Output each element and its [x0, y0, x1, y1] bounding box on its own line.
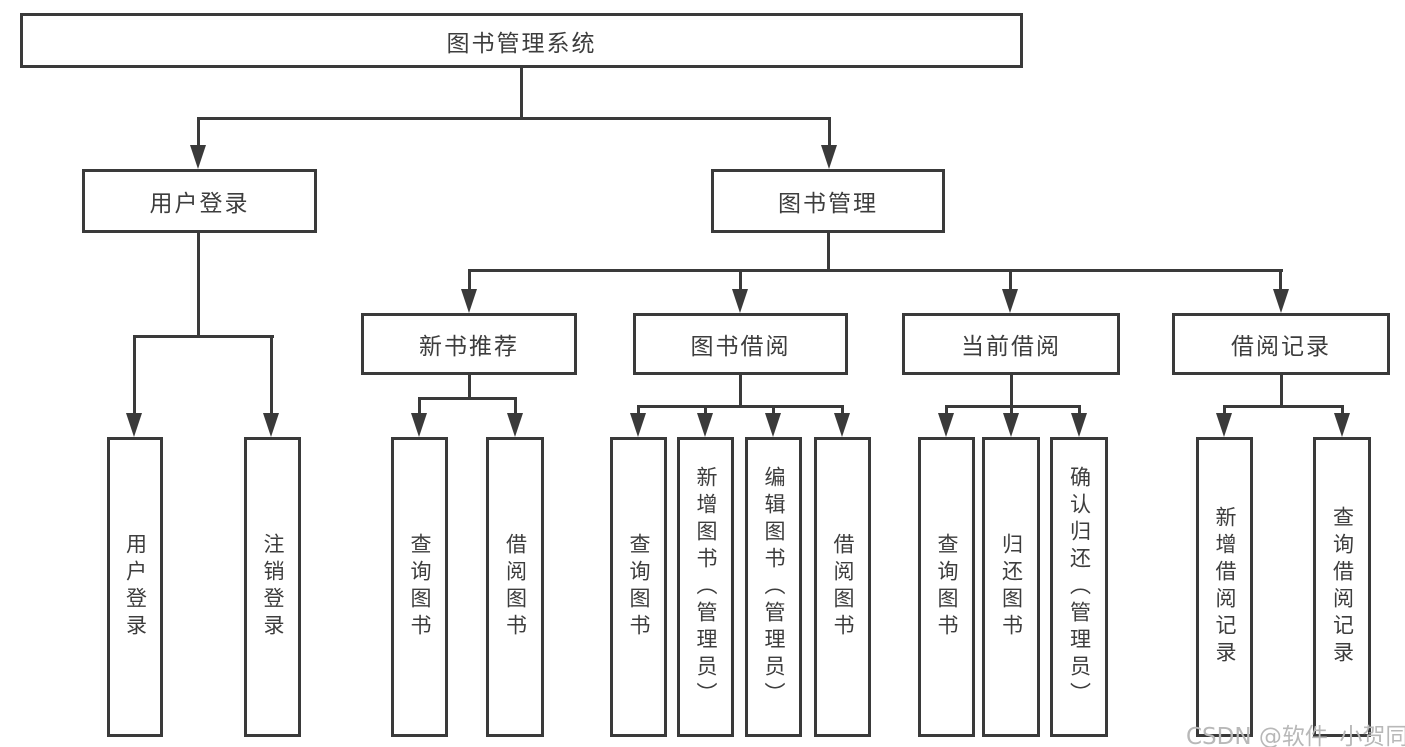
node-new-book-recommend: 新书推荐 [361, 313, 577, 375]
node-label: 图书借阅 [690, 334, 791, 360]
arrow-to-current-borrow [1002, 289, 1018, 313]
connector-stem-leaf [1341, 405, 1344, 419]
arrow-to-book-borrow [732, 289, 748, 313]
leaf-label: 借阅图书 [831, 533, 856, 641]
connector-stem-leaf [1078, 405, 1081, 419]
node-book-management: 图书管理 [711, 169, 945, 233]
leaf-confirm-return-admin: 确认归还（管理员） [1050, 437, 1108, 737]
connector-stem-leaf [1009, 269, 1012, 295]
node-library-management-system: 图书管理系统 [20, 13, 1023, 68]
connector-stem-leaf [772, 405, 775, 419]
node-label: 新书推荐 [419, 334, 519, 360]
connector-stem-leaf [468, 269, 471, 295]
arrow-to-add-borrow-record [1216, 413, 1232, 437]
leaf-label: 用户登录 [123, 533, 148, 641]
leaf-edit-books-admin: 编辑图书（管理员） [745, 437, 802, 737]
node-book-borrow: 图书借阅 [633, 313, 848, 375]
arrow-to-query-books-current [938, 413, 954, 437]
node-borrow-records: 借阅记录 [1172, 313, 1390, 375]
connector-stem-book [828, 117, 831, 149]
node-current-borrow: 当前借阅 [902, 313, 1120, 375]
arrow-to-confirm-return-admin [1071, 413, 1087, 437]
leaf-add-borrow-record: 新增借阅记录 [1196, 437, 1253, 737]
arrow-to-borrow-books [834, 413, 850, 437]
leaf-label: 查询借阅记录 [1330, 506, 1355, 668]
node-user-login: 用户登录 [82, 169, 317, 233]
arrow-to-borrow-books-recommend [507, 413, 523, 437]
leaf-label: 新增借阅记录 [1213, 506, 1238, 668]
leaf-label: 查询图书 [935, 533, 960, 641]
arrow-to-query-borrow-record [1334, 413, 1350, 437]
connector-borrow-rail [637, 405, 843, 408]
arrow-to-add-books-admin [697, 413, 713, 437]
connector-user-stem [197, 231, 200, 337]
connector-stem-leaf [1279, 269, 1282, 295]
arrow-to-logout-leaf [263, 413, 279, 437]
connector-level3-rail [468, 269, 1283, 272]
csdn-watermark: CSDN @软件_小贺同学 [1186, 724, 1405, 747]
connector-recommend-stem [468, 373, 471, 399]
connector-current-stem [1010, 373, 1013, 407]
leaf-logout: 注销登录 [244, 437, 301, 737]
arrow-to-return-books [1003, 413, 1019, 437]
node-label: 图书管理 [778, 191, 878, 217]
connector-stem-leaf [739, 269, 742, 295]
arrow-to-new-book-recommend [461, 289, 477, 313]
connector-user-rail [133, 335, 274, 338]
connector-records-rail [1223, 405, 1343, 408]
node-label: 用户登录 [149, 191, 250, 217]
connector-stem-leaf [514, 397, 517, 417]
arrow-to-book-management [821, 145, 837, 169]
leaf-return-books: 归还图书 [982, 437, 1040, 737]
connector-borrow-stem [739, 373, 742, 407]
node-label: 当前借阅 [961, 334, 1061, 360]
connector-stem-leaf [841, 405, 844, 419]
connector-stem-leaf [1223, 405, 1226, 419]
leaf-label: 确认归还（管理员） [1067, 465, 1092, 709]
leaf-label: 借阅图书 [503, 533, 528, 641]
leaf-query-borrow-record: 查询借阅记录 [1313, 437, 1371, 737]
connector-records-stem [1280, 373, 1283, 407]
leaf-user-login: 用户登录 [107, 437, 163, 737]
connector-stem-leaf [133, 335, 136, 417]
leaf-borrow-books-recommend: 借阅图书 [486, 437, 544, 737]
connector-root-stem [520, 66, 523, 119]
leaf-label: 新增图书（管理员） [694, 465, 719, 709]
arrow-to-user-login-leaf [126, 413, 142, 437]
arrow-to-edit-books-admin [765, 413, 781, 437]
leaf-label: 查询图书 [627, 533, 652, 641]
connector-recommend-rail [418, 397, 517, 400]
arrow-to-query-books-recommend [411, 413, 427, 437]
leaf-query-books-borrow: 查询图书 [610, 437, 667, 737]
leaf-label: 归还图书 [999, 533, 1024, 641]
connector-stem-leaf [704, 405, 707, 419]
connector-stem-leaf [945, 405, 948, 419]
connector-book-stem [827, 231, 830, 271]
leaf-label: 注销登录 [261, 533, 286, 641]
arrow-to-user-login [190, 145, 206, 169]
arrow-to-borrow-records [1273, 289, 1289, 313]
connector-stem-user [197, 117, 200, 149]
connector-stem-leaf [1010, 405, 1013, 419]
arrow-to-query-books-borrow [630, 413, 646, 437]
leaf-label: 编辑图书（管理员） [762, 465, 787, 709]
leaf-query-books-recommend: 查询图书 [391, 437, 448, 737]
connector-stem-leaf [637, 405, 640, 419]
leaf-borrow-books: 借阅图书 [814, 437, 871, 737]
connector-stem-leaf [418, 397, 421, 417]
leaf-label: 查询图书 [408, 533, 433, 641]
node-label: 借阅记录 [1231, 334, 1331, 360]
connector-stem-leaf [270, 335, 273, 417]
connector-level2-rail [197, 117, 831, 120]
node-label: 图书管理系统 [446, 30, 597, 57]
leaf-add-books-admin: 新增图书（管理员） [677, 437, 734, 737]
leaf-query-books-current: 查询图书 [918, 437, 975, 737]
